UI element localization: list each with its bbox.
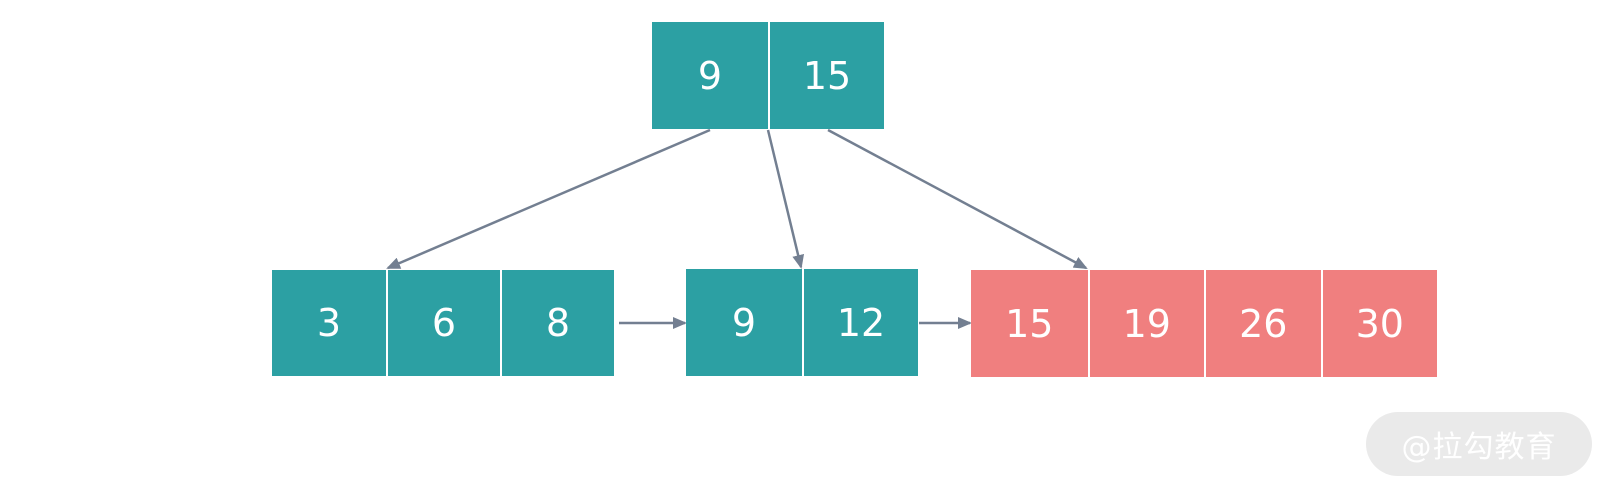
edge-root-to-leaf-2 xyxy=(766,129,805,269)
leaf-2-key-2: 12 xyxy=(802,269,918,376)
leaf-3-key-2: 19 xyxy=(1087,270,1204,377)
edge-root-to-leaf-3 xyxy=(827,128,1088,270)
leaf-3-key-1: 15 xyxy=(971,270,1088,377)
leaf-3-key-3: 26 xyxy=(1204,270,1321,377)
leaf-1-key-1: 3 xyxy=(272,270,386,376)
leaf-1-key-2: 6 xyxy=(386,270,500,376)
root-key-1: 9 xyxy=(652,22,768,129)
leaf-3-key-4: 30 xyxy=(1320,270,1437,377)
watermark-badge: @拉勾教育 xyxy=(1366,412,1592,476)
edge-root-to-leaf-1 xyxy=(386,128,711,270)
leaf-1-key-3: 8 xyxy=(500,270,614,376)
leaf-2-key-1: 9 xyxy=(686,269,802,376)
root-key-2: 15 xyxy=(768,22,884,129)
